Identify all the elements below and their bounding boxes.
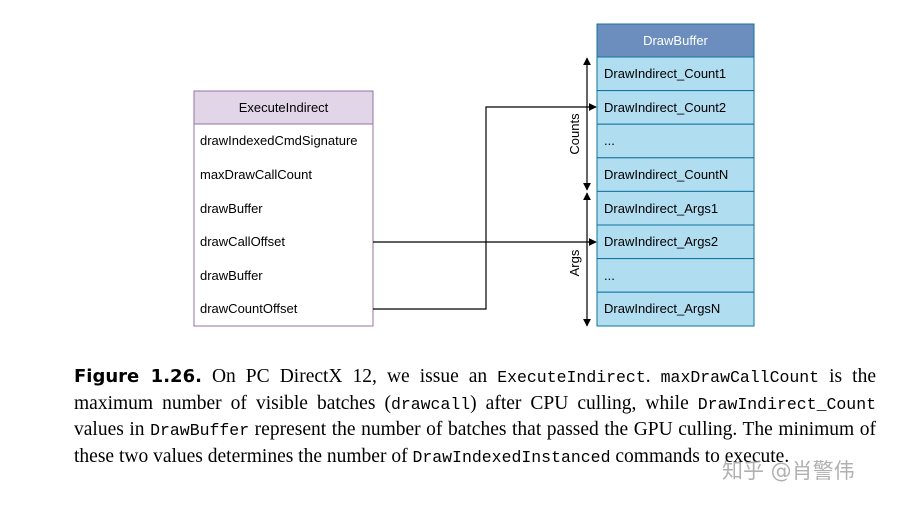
args-label-backdrop: [567, 246, 585, 280]
figure-label: Figure 1.26.: [74, 366, 202, 387]
counts-label-backdrop: [567, 111, 585, 157]
caption-code: ExecuteIndirect: [497, 368, 646, 387]
execute-indirect-field: maxDrawCallCount: [200, 167, 312, 182]
args-label: Args: [567, 249, 582, 276]
draw-buffer-table: DrawBuffer DrawIndirect_Count1 DrawIndir…: [596, 23, 755, 327]
caption-code: DrawIndexedInstanced: [412, 447, 611, 467]
execute-indirect-field: drawCallOffset: [200, 234, 285, 249]
draw-buffer-row: [596, 56, 755, 92]
draw-buffer-row: [596, 258, 755, 293]
caption-code: DrawBuffer: [150, 421, 250, 440]
draw-buffer-row-label: DrawIndirect_ArgsN: [604, 301, 720, 316]
draw-buffer-row-label: DrawIndirect_Count2: [604, 100, 726, 115]
watermark: 知乎 @肖警伟: [722, 459, 855, 483]
draw-buffer-row: [596, 291, 755, 327]
execute-indirect-field: drawBuffer: [200, 201, 263, 216]
draw-buffer-row-label: DrawIndirect_Count1: [604, 66, 726, 81]
draw-buffer-row-label: ...: [604, 133, 615, 148]
diagram: ExecuteIndirect drawIndexedCmdSignature …: [193, 23, 755, 327]
draw-buffer-row-label: DrawIndirect_Args2: [604, 234, 718, 249]
caption-text: On PC DirectX 12, we issue an: [211, 366, 498, 387]
draw-buffer-row: [596, 123, 755, 159]
execute-indirect-body: [193, 90, 374, 327]
caption-text: values in: [74, 419, 151, 440]
draw-buffer-row-label: ...: [604, 268, 615, 283]
caption-code: drawcall: [390, 394, 471, 414]
draw-buffer-row: [596, 157, 755, 192]
execute-indirect-header: [193, 90, 374, 125]
figure-caption: Figure 1.26. On PC DirectX 12, we issue a…: [74, 364, 876, 470]
draw-buffer-row-label: DrawIndirect_Args1: [604, 201, 718, 216]
draw-buffer-header: [596, 23, 755, 58]
caption-text: commands to execute.: [610, 445, 790, 467]
draw-buffer-row-label: DrawIndirect_CountN: [604, 167, 728, 182]
execute-indirect-field: drawBuffer: [200, 268, 263, 283]
draw-count-offset-connector: [373, 103, 597, 310]
execute-indirect-title: ExecuteIndirect: [239, 100, 329, 115]
caption-text: is the maximum number of visible batches…: [74, 366, 876, 414]
caption-code: DrawIndirect_Count: [697, 394, 876, 414]
draw-buffer-title: DrawBuffer: [643, 33, 708, 48]
caption-code: maxDrawCallCount: [660, 368, 820, 387]
execute-indirect-field: drawCountOffset: [200, 301, 298, 316]
caption-text: represent the number of batches that pas…: [74, 419, 877, 467]
caption-text: .: [645, 366, 661, 387]
execute-indirect-table: ExecuteIndirect drawIndexedCmdSignature …: [193, 90, 374, 327]
caption-text: ) after CPU culling, while: [470, 392, 698, 414]
execute-indirect-field: drawIndexedCmdSignature: [200, 133, 358, 148]
counts-label: Counts: [567, 113, 582, 155]
draw-buffer-row: [596, 224, 755, 260]
